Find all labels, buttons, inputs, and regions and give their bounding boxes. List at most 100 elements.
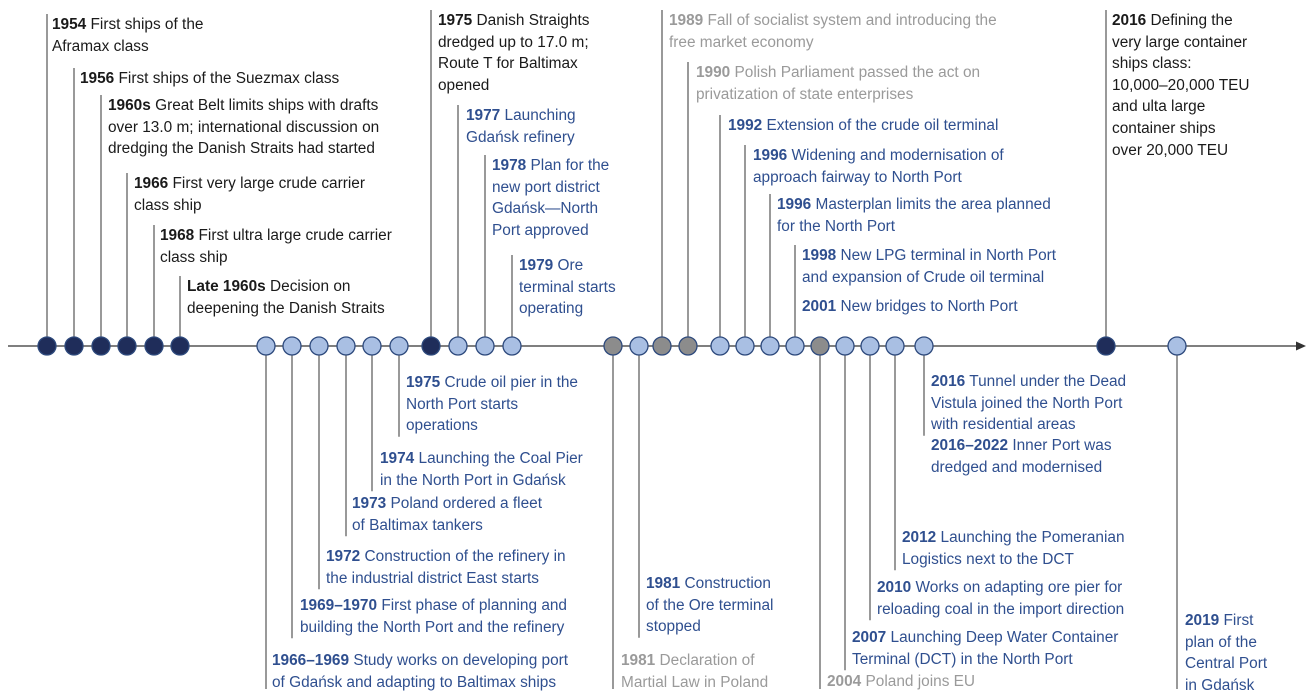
event-text: First ultra large crude carrier — [198, 227, 392, 244]
event-text: Tunnel under the Dead — [969, 373, 1127, 390]
event-line: operations — [406, 415, 578, 437]
event-text: of Baltimax tankers — [352, 516, 483, 534]
event-year: 2019 — [1185, 612, 1220, 629]
event-text: Polish Parliament passed the act on — [734, 64, 981, 81]
event-line: 2016–2022 Inner Port was — [931, 435, 1112, 457]
event-text: Vistula joined the North Port — [931, 394, 1123, 412]
event-text: container ships — [1112, 119, 1216, 137]
event-line: 1978 Plan for the — [492, 155, 609, 177]
event-text: Great Belt limits ships with drafts — [155, 97, 379, 114]
event-node-e1978 — [475, 336, 495, 356]
event-text: dredging the Danish Straits had started — [108, 140, 375, 158]
event-text: 10,000–20,000 TEU — [1112, 76, 1250, 94]
event-line: 2019 First — [1185, 610, 1267, 632]
event-year: 1968 — [160, 227, 195, 244]
event-label-e1956: 1956 First ships of the Suezmax class — [80, 68, 339, 90]
event-text: in Gdańsk — [1185, 676, 1255, 694]
event-text: dredged up to 17.0 m; — [438, 33, 589, 51]
event-text: with residential areas — [931, 416, 1076, 434]
event-line: for the North Port — [777, 216, 1051, 238]
event-node-e2019 — [1167, 336, 1187, 356]
event-node-e1975a — [421, 336, 441, 356]
event-text: the industrial district East starts — [326, 569, 539, 587]
event-line: 2004 Poland joins EU — [827, 671, 975, 693]
event-line: of Baltimax tankers — [352, 515, 542, 537]
event-node-e1979 — [502, 336, 522, 356]
event-year: 1974 — [380, 450, 415, 467]
event-text: dredged and modernised — [931, 458, 1103, 476]
event-text: and expansion of Crude oil terminal — [802, 268, 1045, 286]
event-line: operating — [519, 298, 616, 320]
event-node-e1998 — [785, 336, 805, 356]
event-text: very large container — [1112, 33, 1248, 51]
event-text: operations — [406, 417, 478, 435]
event-text: Extension of the crude oil terminal — [766, 117, 999, 134]
event-year: 1972 — [326, 548, 361, 565]
event-line: Route T for Baltimax — [438, 53, 589, 75]
event-text: Launching — [504, 107, 576, 124]
event-text: operating — [519, 300, 584, 318]
event-node-e2007 — [835, 336, 855, 356]
event-line: stopped — [646, 616, 773, 638]
event-text: of the Ore terminal — [646, 596, 774, 614]
event-year: Late 1960s — [187, 278, 266, 295]
event-text: Martial Law in Poland — [621, 673, 769, 691]
event-line: 1977 Launching — [466, 105, 576, 127]
event-line: Terminal (DCT) in the North Port — [852, 649, 1118, 671]
event-text: Poland joins EU — [865, 673, 976, 690]
event-line: over 20,000 TEU — [1112, 140, 1250, 162]
event-line: 1979 Ore — [519, 255, 616, 277]
event-line: 1981 Declaration of — [621, 650, 768, 672]
event-node-e2004 — [810, 336, 830, 356]
event-year: 1956 — [80, 70, 115, 87]
event-line: 1956 First ships of the Suezmax class — [80, 68, 339, 90]
event-text: new port district — [492, 178, 600, 196]
event-label-e1992: 1992 Extension of the crude oil terminal — [728, 115, 998, 137]
event-text: Launching Deep Water Container — [890, 629, 1119, 646]
event-line: terminal starts — [519, 277, 616, 299]
event-text: free market economy — [669, 33, 814, 51]
event-text: of Gdańsk and adapting to Baltimax ships — [272, 673, 557, 691]
event-node-eLate1960s — [170, 336, 190, 356]
event-text: North Port starts — [406, 395, 519, 413]
event-year: 1998 — [802, 247, 837, 264]
event-line: 1960s Great Belt limits ships with draft… — [108, 95, 379, 117]
event-year: 1996 — [753, 147, 788, 164]
event-text: Launching the Coal Pier — [418, 450, 583, 467]
event-line: Gdańsk—North — [492, 198, 609, 220]
event-year: 2007 — [852, 629, 887, 646]
event-text: deepening the Danish Straits — [187, 299, 385, 317]
event-line: 1990 Polish Parliament passed the act on — [696, 62, 980, 84]
event-text: Danish Straights — [476, 12, 590, 29]
event-line: of the Ore terminal — [646, 595, 773, 617]
event-nodes — [37, 336, 1187, 356]
event-text: Inner Port was — [1012, 437, 1112, 454]
event-line: reloading coal in the import direction — [877, 599, 1124, 621]
event-line: 1973 Poland ordered a fleet — [352, 493, 542, 515]
event-line: North Port starts — [406, 394, 578, 416]
event-text: First — [1223, 612, 1254, 629]
event-line: 1996 Widening and modernisation of — [753, 145, 1004, 167]
event-node-e2016c — [1096, 336, 1116, 356]
event-node-e1977 — [448, 336, 468, 356]
event-text: approach fairway to North Port — [753, 168, 962, 186]
event-node-e1968 — [144, 336, 164, 356]
event-text: opened — [438, 76, 490, 94]
event-node-e1972 — [309, 336, 329, 356]
event-text: Crude oil pier in the — [444, 374, 578, 391]
event-year: 1979 — [519, 257, 554, 274]
event-text: Logistics next to the DCT — [902, 550, 1074, 568]
event-label-e1990: 1990 Polish Parliament passed the act on… — [696, 62, 980, 105]
event-line: Late 1960s Decision on — [187, 276, 385, 298]
